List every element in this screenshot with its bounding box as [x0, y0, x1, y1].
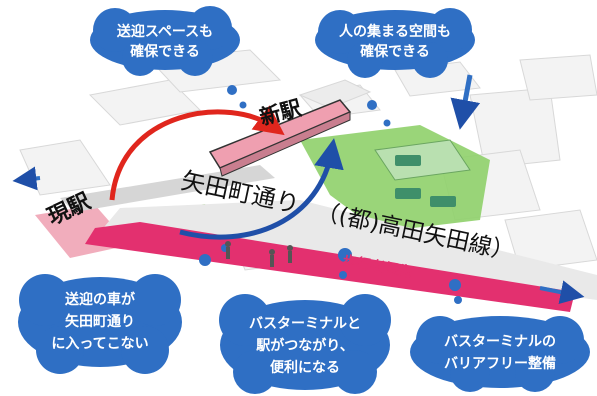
- bubble-1-line-2: 確保できる: [130, 43, 200, 60]
- car-arrow-left: [12, 166, 41, 191]
- bus-1: [395, 155, 421, 166]
- track-strip: [60, 165, 275, 212]
- bubble-4-line-3: 便利になる: [270, 359, 340, 376]
- flow-arrow-top-right: [450, 74, 481, 130]
- pedestrians: [225, 241, 293, 267]
- bubble-2-line-1: 人の集まる空間も: [339, 23, 451, 40]
- bubble-5-line-2: バリアフリー整備: [444, 355, 556, 372]
- red-arrow-current-to-new: [109, 105, 285, 201]
- bubble-4-line-1: バスターミナルと: [249, 316, 361, 332]
- bubble-5-line-1: バスターミナルの: [444, 334, 556, 350]
- bubble-3-line-2: 矢田町通り: [65, 313, 135, 330]
- bubble-4-line-2: 駅がつながり、: [256, 337, 353, 354]
- bubble-2-line-2: 確保できる: [360, 43, 430, 60]
- bubble-gathering-space: [315, 8, 475, 78]
- bus-2: [395, 188, 421, 199]
- bus-3: [430, 196, 456, 207]
- bubble-pickup-space: [90, 6, 240, 76]
- bubble-no-cars: [18, 274, 182, 374]
- blue-arrow-road-to-plaza: [179, 138, 344, 240]
- bubble-3-line-1: 送迎の車が: [64, 291, 136, 308]
- bus-terminal-roof: [374, 139, 471, 181]
- bubble-3-line-3: に入ってこない: [51, 336, 148, 352]
- car-arrow-right: [539, 280, 585, 304]
- bubble-bus-connection: [219, 294, 391, 394]
- bubble-barrier-free: [410, 316, 590, 392]
- bubble-1-line-1: 送迎スペースも: [116, 23, 213, 40]
